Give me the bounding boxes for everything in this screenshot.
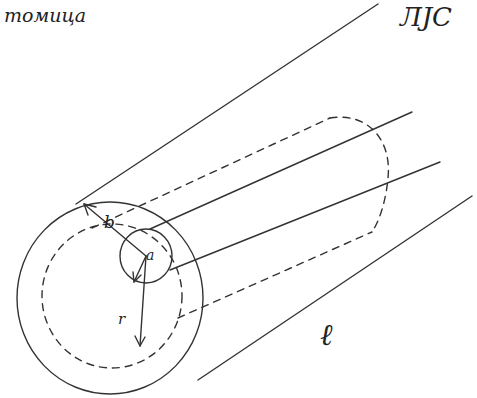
handwritten-note: томица (4, 6, 86, 25)
dashed-back-end (330, 117, 388, 232)
radius-r-line (140, 256, 146, 346)
arrowhead (84, 204, 96, 215)
dimension-label: a (146, 248, 154, 262)
arrowhead (133, 272, 141, 282)
dimension-label: ℓ (320, 320, 333, 350)
dashed-surface (42, 224, 182, 368)
outer-edge-line (198, 196, 472, 380)
dashed-edge-line (178, 232, 372, 318)
outer-circle (17, 202, 203, 394)
inner-circle (120, 229, 172, 283)
arrowhead (135, 336, 145, 346)
outer-edge-line (76, 4, 378, 204)
dimension-label: r (118, 312, 125, 327)
dashed-edge-line (92, 118, 330, 228)
radius-b-line (84, 204, 146, 256)
inner-edge-line (170, 162, 440, 270)
handwritten-heading: ЛЈС (400, 4, 452, 30)
dimension-label: b (104, 214, 115, 231)
